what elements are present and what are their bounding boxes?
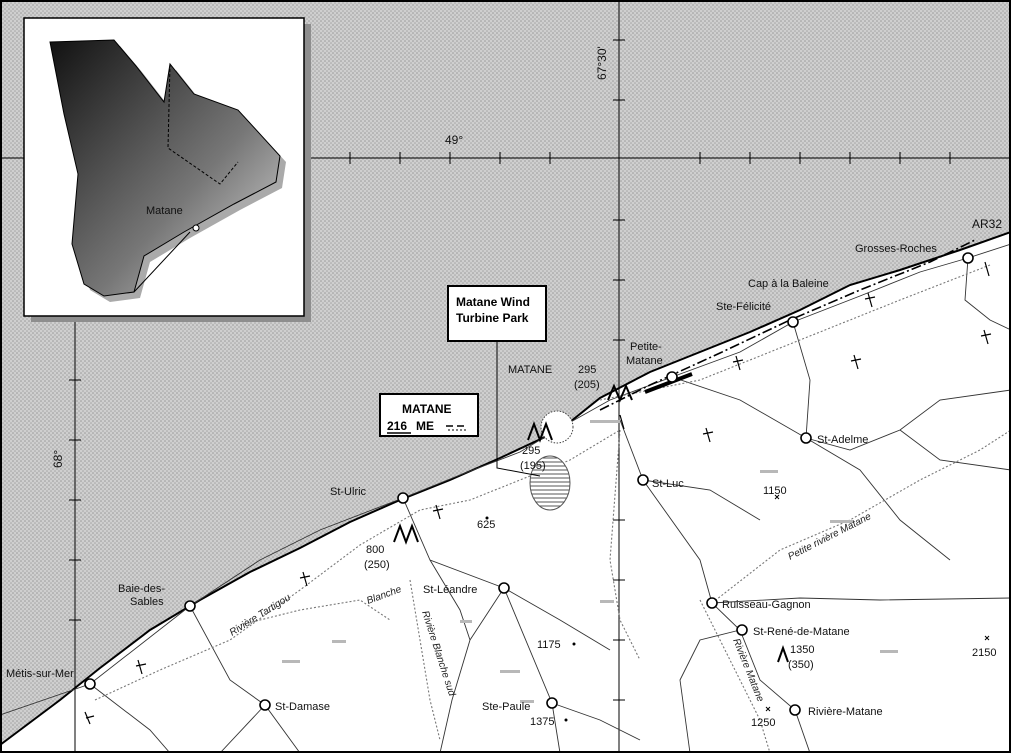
grid-label-lon-top: 67°30' bbox=[595, 46, 609, 80]
spot-height-marks bbox=[485, 494, 990, 722]
railway-segment bbox=[644, 372, 693, 394]
grid-ticks bbox=[69, 39, 951, 701]
grid-label-lat: 49° bbox=[445, 133, 463, 147]
town-marker-st-ulric[interactable] bbox=[397, 492, 409, 504]
town-marker-grosses-roches[interactable] bbox=[962, 252, 974, 264]
town-marker-ste-paule[interactable] bbox=[546, 697, 558, 709]
wind-park-callout-line2: Turbine Park bbox=[456, 311, 529, 325]
elevation-1250: 1250 bbox=[751, 717, 775, 729]
elevation-1175: 1175 bbox=[537, 639, 561, 651]
elevation-2150: 2150 bbox=[972, 647, 996, 659]
place-label-riviere-matane: Rivière-Matane bbox=[808, 706, 883, 718]
station-callout-number: 216 bbox=[387, 419, 407, 433]
wind-park-dotted-area bbox=[540, 410, 574, 444]
station-callout: MATANE 216 ME bbox=[379, 393, 479, 437]
inset-quebec-shape bbox=[49, 39, 281, 297]
station-callout-code: ME bbox=[416, 419, 434, 433]
terrain-marks bbox=[282, 420, 898, 703]
elevation-800: 800 bbox=[366, 544, 384, 556]
place-label-grosses-roches: Grosses-Roches bbox=[855, 243, 937, 255]
river-label-riv-matane: Rivière Matane bbox=[730, 637, 766, 704]
place-label-petite-matane-2: Matane bbox=[626, 355, 663, 367]
elevation-1150: 1150 bbox=[763, 485, 787, 497]
inset-map: Matane bbox=[23, 17, 311, 322]
place-label-matane: MATANE bbox=[508, 364, 552, 376]
town-marker-petite-matane[interactable] bbox=[666, 371, 678, 383]
elevation-625: 625 bbox=[477, 519, 495, 531]
town-marker-metis-sur-mer[interactable] bbox=[84, 678, 96, 690]
place-label-petite-matane-1: Petite- bbox=[630, 341, 662, 353]
elevation-205: (205) bbox=[574, 379, 600, 391]
place-labels: MATANE Petite- Matane Ste-Félicité Cap à… bbox=[6, 243, 937, 718]
elevation-350: (350) bbox=[788, 659, 814, 671]
hill-icon bbox=[777, 645, 789, 663]
town-markers bbox=[84, 252, 974, 716]
hill-icon bbox=[607, 383, 633, 403]
highway-ar32-label: AR32 bbox=[972, 217, 1002, 231]
place-label-baie-1: Baie-des- bbox=[118, 583, 165, 595]
elevation-295-b: 295 bbox=[522, 445, 540, 457]
town-marker-st-luc[interactable] bbox=[637, 474, 649, 486]
turbine-symbols bbox=[84, 261, 992, 725]
town-marker-st-adelme[interactable] bbox=[800, 432, 812, 444]
place-label-st-rene: St-René-de-Matane bbox=[753, 626, 850, 638]
place-label-ste-felicite: Ste-Félicité bbox=[716, 301, 771, 313]
town-marker-baie-des-sables[interactable] bbox=[184, 600, 196, 612]
place-label-st-leandre: St-Léandre bbox=[423, 584, 477, 596]
river-label-petite-riv-matane: Petite rivière Matane bbox=[786, 511, 873, 563]
wind-park-hatched-area bbox=[529, 455, 571, 511]
highway-ar32 bbox=[599, 239, 976, 411]
town-marker-riviere-matane[interactable] bbox=[789, 704, 801, 716]
elevation-1350: 1350 bbox=[790, 644, 814, 656]
river-label-blanche-sud: Rivière Blanche sud bbox=[419, 610, 457, 698]
place-label-baie-2: Sables bbox=[130, 596, 164, 608]
inset-label-matane: Matane bbox=[146, 205, 183, 217]
place-label-st-luc: St-Luc bbox=[652, 478, 684, 490]
elevation-250: (250) bbox=[364, 559, 390, 571]
place-label-st-adelme: St-Adelme bbox=[817, 434, 868, 446]
station-callout-name: MATANE bbox=[402, 402, 452, 416]
elevation-195: (195) bbox=[520, 460, 546, 472]
elevation-1375: 1375 bbox=[530, 716, 554, 728]
town-marker-ruisseau-gagnon[interactable] bbox=[706, 597, 718, 609]
place-label-st-ulric: St-Ulric bbox=[330, 486, 367, 498]
place-label-ste-paule: Ste-Paule bbox=[482, 701, 530, 713]
hill-icon bbox=[527, 421, 553, 443]
wind-park-callout: Matane Wind Turbine Park bbox=[447, 285, 547, 477]
town-marker-st-damase[interactable] bbox=[259, 699, 271, 711]
elevation-295-a: 295 bbox=[578, 364, 596, 376]
hill-icon bbox=[393, 523, 419, 545]
elevation-labels: 295 (205) 295 (195) 625 800 (250) 1150 1… bbox=[364, 364, 996, 729]
town-marker-st-rene[interactable] bbox=[736, 624, 748, 636]
wind-park-callout-line1: Matane Wind bbox=[456, 295, 530, 309]
town-marker-ste-felicite[interactable] bbox=[787, 316, 799, 328]
place-label-cap-baleine: Cap à la Baleine bbox=[748, 278, 829, 290]
river-label-blanche: Blanche bbox=[365, 584, 403, 607]
river-label-tartigou: Rivière Tartigou bbox=[228, 592, 293, 638]
town-marker-st-leandre[interactable] bbox=[498, 582, 510, 594]
place-label-ruisseau-gagnon: Ruisseau-Gagnon bbox=[722, 599, 811, 611]
place-label-st-damase: St-Damase bbox=[275, 701, 330, 713]
hill-icon-group bbox=[393, 383, 789, 663]
place-label-metis: Métis-sur-Mer bbox=[6, 668, 74, 680]
grid-label-lon-left: 68° bbox=[51, 450, 65, 468]
